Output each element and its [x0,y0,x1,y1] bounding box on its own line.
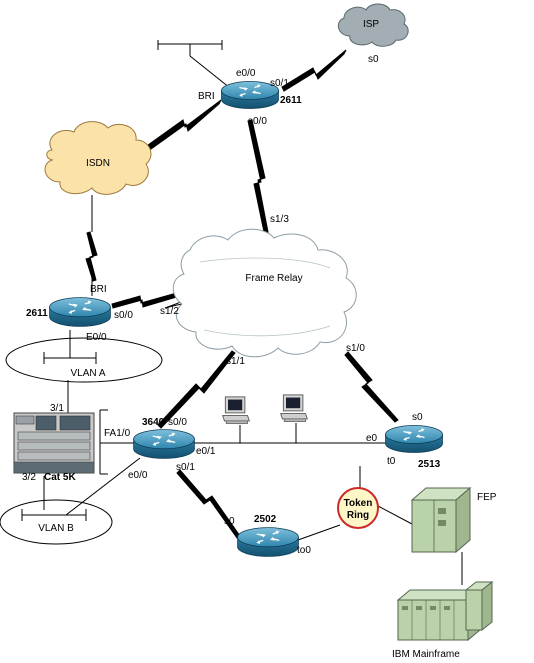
label-top-e00: e0/0 [236,68,256,79]
serial-link-bri-top [147,99,222,150]
token-ring-line2: Ring [347,510,369,521]
router-3640[interactable]: 3640 [132,417,196,460]
pc-2[interactable] [280,394,308,423]
isp-cloud: ISP [337,3,409,47]
token-ring-line1: Token [344,498,373,509]
fep-label: FEP [477,492,497,503]
label-right-t0: t0 [387,456,396,467]
switch-cat5k[interactable]: Cat 5K [13,412,95,483]
label-fr-s10: s1/0 [346,343,365,354]
label-isp-s0: s0 [368,54,379,65]
router-2611-left[interactable]: 2611 [26,296,112,328]
serial-link-isp [281,49,347,92]
frame-relay-label: Frame Relay [245,273,302,284]
fep[interactable]: FEP [410,486,497,554]
isdn-label: ISDN [86,158,110,169]
label-core-s01: s0/1 [176,462,195,473]
label-top-bri: BRI [198,91,215,102]
ibm-mainframe[interactable]: IBM Mainframe [392,580,494,660]
label-core-e01: e0/1 [196,446,216,457]
label-top-s00: s0/0 [248,116,267,127]
pc-1[interactable] [222,396,250,425]
fep-link [377,505,413,525]
label-bottom-to0: to0 [297,545,311,556]
router-2611-top[interactable]: 2611 [220,80,303,110]
label-left-bri: BRI [90,284,107,295]
label-sw-31: 3/1 [50,403,64,414]
label-core-s00: s0/0 [168,417,187,428]
label-left-s00: s0/0 [114,310,133,321]
label-sw-32: 3/2 [22,472,36,483]
interface-labels: s0 e0/0 s0/1 BRI s0/0 s1/3 BRI s0/0 s1/2… [22,54,423,556]
router-2513[interactable]: 2513 [384,424,444,471]
serial-link-s11 [157,350,236,429]
serial-link-s01 [176,469,241,539]
switch-label: Cat 5K [44,472,76,483]
label-fr-s12: s1/2 [160,306,179,317]
isp-label: ISP [363,19,379,30]
label-fr-s13: s1/3 [270,214,289,225]
vlan-a: VLAN A [5,337,163,383]
vlan-a-label: VLAN A [70,368,105,379]
router-2611-top-label: 2611 [280,95,302,106]
serial-link-s10 [344,351,399,423]
label-left-e00: E0/0 [86,332,107,343]
serial-link-s13 [247,119,269,233]
label-top-s01: s0/1 [270,78,289,89]
router-2611-left-label: 2611 [26,308,48,319]
vlan-b-label: VLAN B [38,523,74,534]
label-bottom-s0: s0 [224,516,235,527]
router-2513-label: 2513 [418,459,441,470]
router-3640-label: 3640 [142,417,165,428]
token-ring: Token Ring [337,487,379,529]
frame-relay-cloud: Frame Relay [172,228,357,358]
label-core-e00: e0/0 [128,470,148,481]
serial-links [85,49,399,539]
label-right-e0: e0 [366,433,378,444]
router-2502[interactable]: 2502 [236,514,300,558]
isdn-cloud: ISDN [44,121,152,195]
vlan-b: VLAN B [0,499,113,545]
label-right-s0: s0 [412,412,423,423]
router-2502-label: 2502 [254,514,277,525]
serial-link-isdn-left [85,231,98,282]
label-core-fa10: FA1/0 [104,428,131,439]
mainframe-label: IBM Mainframe [392,649,460,660]
label-fr-s11: s1/1 [226,356,245,367]
